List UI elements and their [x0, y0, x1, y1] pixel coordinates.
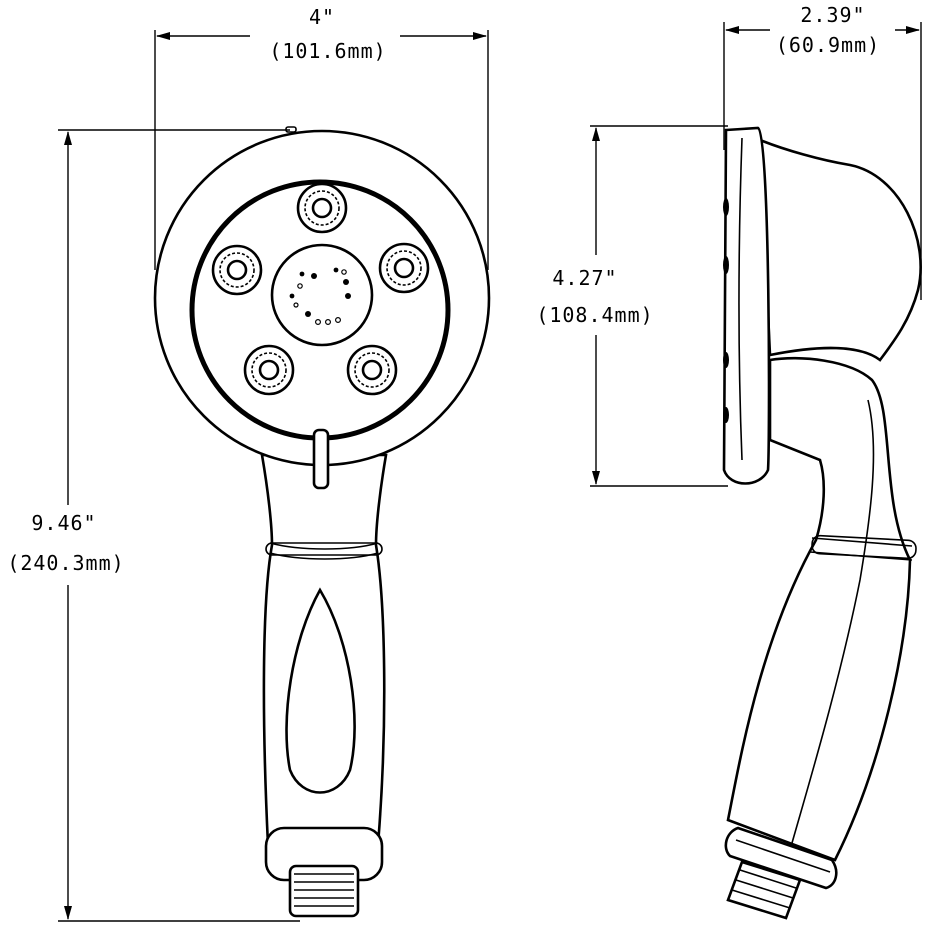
front-grip-recess — [285, 587, 356, 794]
jet-right — [378, 242, 430, 294]
jet-bottom-right — [346, 344, 398, 396]
front-spray-jets — [211, 182, 430, 396]
overall-height-inches: 9.46" — [31, 511, 96, 535]
side-head-back — [758, 138, 922, 362]
front-width-mm: (101.6mm) — [269, 39, 386, 63]
front-selector-tab — [312, 428, 330, 490]
dimension-side-depth — [723, 22, 922, 300]
front-center-spray-disk — [270, 243, 374, 347]
jet-bottom-left — [243, 344, 295, 396]
side-depth-mm: (60.9mm) — [776, 33, 880, 57]
side-depth-inches: 2.39" — [800, 3, 865, 27]
front-center-nozzles — [289, 267, 351, 326]
front-view — [153, 126, 491, 918]
front-width-inches: 4" — [309, 5, 335, 29]
side-face-plate — [722, 126, 771, 485]
overall-height-mm: (240.3mm) — [7, 551, 124, 575]
side-jet-bumps — [723, 198, 729, 423]
side-connector-collar — [724, 826, 838, 890]
jet-left — [211, 244, 263, 296]
dimension-overall-height — [58, 129, 300, 922]
jet-top — [296, 182, 348, 234]
side-handle-outline — [726, 356, 912, 862]
face-height-inches: 4.27" — [552, 266, 617, 290]
face-height-mm: (108.4mm) — [536, 303, 653, 327]
side-view — [722, 126, 922, 920]
side-hose-thread — [726, 860, 802, 920]
front-hose-thread — [288, 864, 360, 918]
dimension-face-height — [590, 125, 728, 487]
dimension-front-width — [154, 30, 489, 270]
